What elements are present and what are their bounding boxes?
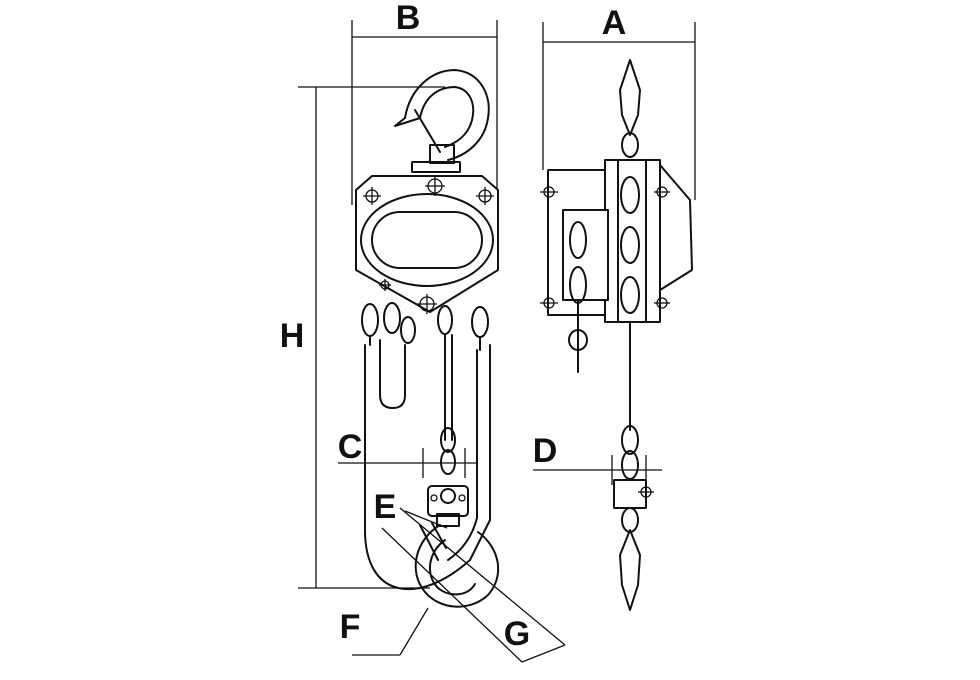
top-hook [394,69,490,173]
side-load-chain [613,321,654,611]
label-d: D [533,432,558,470]
label-h: H [280,317,305,355]
dimension-f-leader [352,607,429,656]
bottom-hook [414,522,500,608]
hoist-front-view [355,69,500,608]
label-e: E [374,488,397,526]
side-bolt [654,297,670,309]
hoist-body [355,175,499,314]
dimension-a [542,22,696,200]
body-bolt [363,187,381,205]
body-bolt [425,176,445,196]
label-c: C [338,428,363,466]
dimension-b [351,20,498,205]
label-f: F [340,608,361,646]
bottom-block [427,427,469,527]
label-g: G [504,615,530,653]
dimension-h [298,86,445,589]
body-bolt [476,187,494,205]
side-bolt [654,186,670,198]
hand-chains [361,302,489,351]
label-a: A [602,4,627,42]
label-b: B [396,0,421,37]
side-bolt [540,297,558,309]
side-housing [540,159,693,373]
side-bolt [638,486,654,498]
body-bolt [417,294,437,314]
hoist-side-view [540,59,693,611]
side-top-chain [619,59,641,158]
hand-chain-loop [364,334,491,591]
dimension-lines [298,20,696,663]
body-bolt [379,279,391,291]
side-bolt [540,186,558,198]
